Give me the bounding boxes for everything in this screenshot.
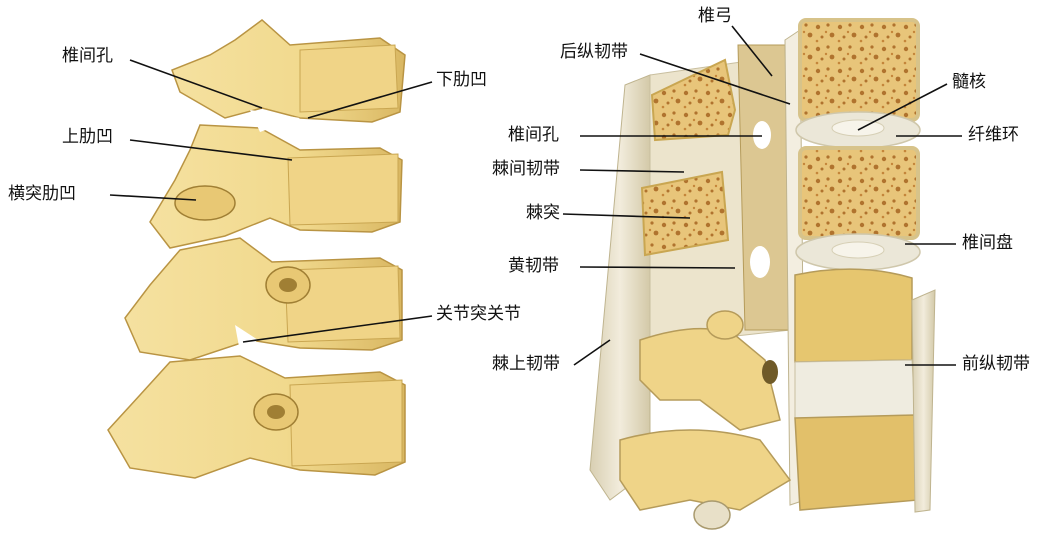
vertebral-body-4 <box>795 415 918 510</box>
label-supraspinous-ligament: 棘上韧带 <box>492 354 560 374</box>
label-intervertebral-foramen-left: 椎间孔 <box>62 46 113 66</box>
disc-3 <box>795 360 915 418</box>
label-spinous-process: 棘突 <box>526 203 560 223</box>
label-transverse-costal-facet: 横突肋凹 <box>8 184 76 204</box>
label-inferior-costal-facet: 下肋凹 <box>436 70 487 90</box>
label-anterior-longitudinal-ligament: 前纵韧带 <box>962 354 1030 374</box>
anterior-longitudinal-ligament-band <box>912 290 935 512</box>
label-interspinous-ligament: 棘间韧带 <box>492 159 560 179</box>
right-section-group <box>590 20 935 529</box>
label-vertebral-arch: 椎弓 <box>698 6 732 26</box>
left-vertebrae-group <box>108 20 405 478</box>
label-intervertebral-foramen-right: 椎间孔 <box>508 125 559 145</box>
spinous-process-lower <box>642 172 728 255</box>
label-superior-costal-facet: 上肋凹 <box>62 127 113 147</box>
vertebral-body-3 <box>795 269 912 362</box>
label-annulus-fibrosus: 纤维环 <box>968 125 1019 145</box>
label-posterior-longitudinal-ligament: 后纵韧带 <box>560 42 628 62</box>
vertebral-body-1 <box>800 20 918 120</box>
label-zygapophyseal-joint: 关节突关节 <box>436 304 521 324</box>
label-ligamentum-flavum: 黄韧带 <box>508 256 559 276</box>
lower-posterior-elements <box>640 329 780 430</box>
vertebral-body-2 <box>800 148 918 238</box>
label-intervertebral-disc: 椎间盘 <box>962 233 1013 253</box>
label-nucleus-pulposus: 髓核 <box>952 72 986 92</box>
